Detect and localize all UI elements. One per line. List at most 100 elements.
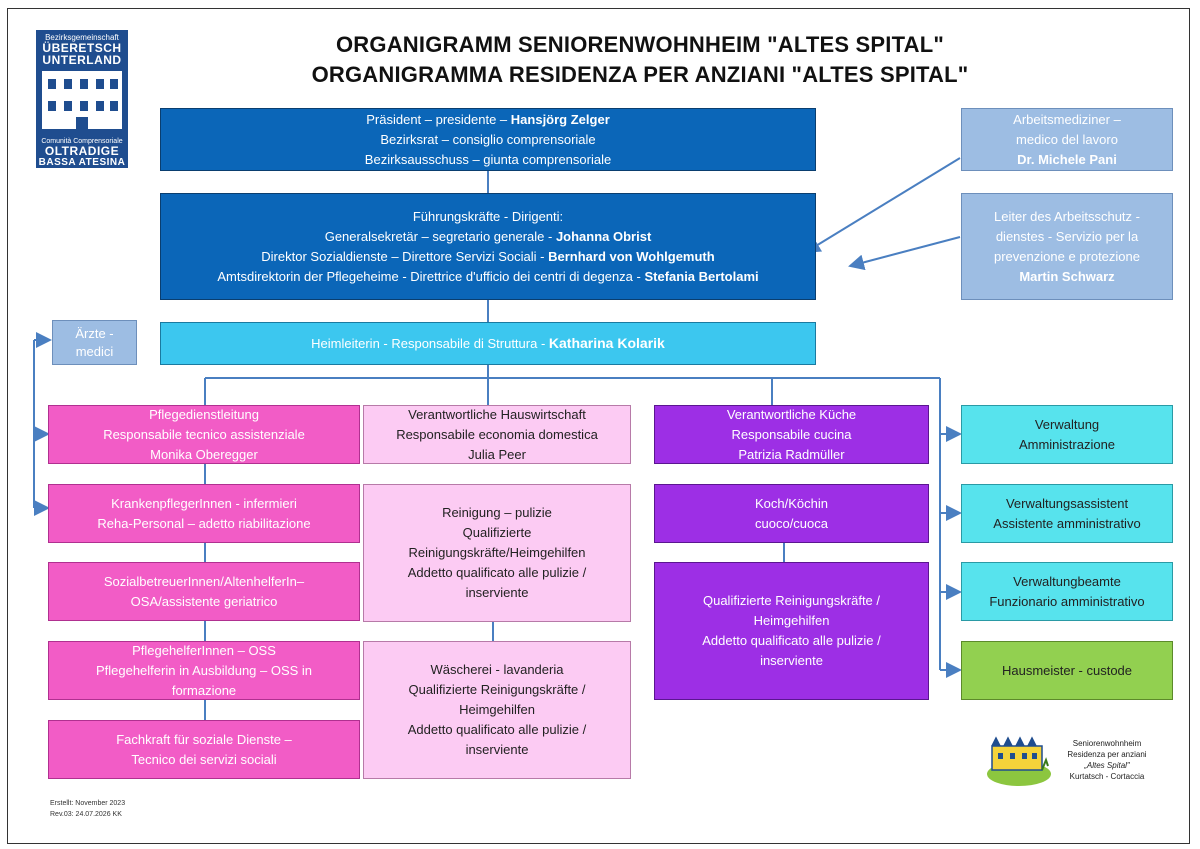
logo-top-line2: UNTERLAND [42, 53, 122, 67]
laundry-line1: Wäscherei - lavanderia [430, 662, 564, 677]
housekeeping-lead-name: Julia Peer [468, 446, 526, 462]
logo-bottom-small: Comunità Comprensoriale [41, 138, 123, 145]
altes-spital-logo-icon [987, 736, 1051, 786]
safety-head-line3: prevenzione e protezione [994, 248, 1140, 264]
cleaning-line1: Reinigung – pulizie [442, 505, 552, 520]
kitchen-cleaning-line3: Addetto qualificato alle pulizie / [702, 633, 881, 648]
president-name: Hansjörg Zelger [510, 111, 610, 127]
admin-officer-box: Verwaltungbeamte Funzionario amministrat… [961, 562, 1173, 621]
kitchen-lead-box: Verantwortliche Küche Responsabile cucin… [654, 405, 929, 464]
housekeeping-lead-box: Verantwortliche Hauswirtschaft Responsab… [363, 405, 631, 464]
occupational-doctor-line1: Arbeitsmediziner – [1013, 111, 1121, 127]
nursing-lead-line2: Responsabile tecnico assistenziale [103, 426, 305, 442]
care-director-role: Amtsdirektorin der Pflegeheime - Direttr… [217, 268, 645, 284]
housekeeping-lead-line1: Verantwortliche Hauswirtschaft [408, 406, 586, 422]
occupational-doctor-line2: medico del lavoro [1016, 131, 1118, 147]
brand-text: Seniorenwohnheim Residenza per anziani „… [1052, 738, 1162, 782]
caretaker-box: Hausmeister - custode [961, 641, 1173, 700]
kitchen-cleaning-line1: Qualifizierte Reinigungskräfte / [702, 593, 881, 608]
care-assistants-line2: Pflegehelferin in Ausbildung – OSS in [95, 662, 313, 678]
social-director-role: Direktor Sozialdienste – Direttore Servi… [261, 248, 549, 264]
social-services-line2: Tecnico dei servizi sociali [131, 751, 277, 767]
admin-assistant-line2: Assistente amministrativo [993, 515, 1141, 531]
district-committee: Bezirksausschuss – giunta comprensoriale [364, 151, 612, 167]
president-prefix: Präsident – presidente – [366, 111, 511, 127]
kitchen-lead-line1: Verantwortliche Küche [726, 406, 857, 422]
secretary-name: Johanna Obrist [555, 228, 652, 244]
title-italian: ORGANIGRAMMA RESIDENZA PER ANZIANI "ALTE… [311, 62, 969, 87]
laundry-box: Wäscherei - lavanderia Qualifizierte Rei… [363, 641, 631, 779]
administration-box: Verwaltung Amministrazione [961, 405, 1173, 464]
safety-head-box: Leiter des Arbeitsschutz - dienstes - Se… [961, 193, 1173, 300]
housekeeping-lead-line2: Responsabile economia domestica [396, 426, 598, 442]
cleaning-box: Reinigung – pulizie Qualifizierte Reinig… [363, 484, 631, 622]
footer-revision: Rev.03: 24.07.2026 KK [50, 811, 122, 818]
kitchen-cleaning-line4: inserviente [760, 653, 823, 668]
nursing-lead-box: Pflegedienstleitung Responsabile tecnico… [48, 405, 360, 464]
nurses-line1: KrankenpflegerInnen - infermieri [111, 495, 297, 511]
cleaning-line3: Reinigungskräfte/Heimgehilfen [408, 545, 586, 560]
district-council: Bezirksrat – consiglio comprensoriale [380, 131, 596, 147]
cleaning-line2: Qualifizierte [462, 525, 532, 540]
home-manager-box: Heimleiterin - Responsabile di Struttura… [160, 322, 816, 365]
nurses-box: KrankenpflegerInnen - infermieri Reha-Pe… [48, 484, 360, 543]
nursing-lead-name: Monika Oberegger [150, 446, 258, 462]
logo-bottom-line1: OLTRADIGE [44, 144, 120, 158]
admin-assistant-box: Verwaltungsassistent Assistente amminist… [961, 484, 1173, 543]
secretary-role: Generalsekretär – segretario generale - [324, 228, 556, 244]
nursing-lead-line1: Pflegedienstleitung [149, 406, 259, 422]
social-carers-line2: OSA/assistente geriatrico [130, 593, 278, 609]
safety-head-line2: dienstes - Servizio per la [995, 228, 1139, 244]
nurses-line2: Reha-Personal – adetto riabilitazione [97, 515, 311, 531]
care-director-name: Stefania Bertolami [644, 268, 759, 284]
home-manager-name: Katharina Kolarik [548, 335, 665, 351]
laundry-line4: Addetto qualificato alle pulizie / [407, 722, 587, 737]
social-director-name: Bernhard von Wohlgemuth [548, 248, 715, 264]
home-manager-role: Heimleiterin - Responsabile di Struttura… [311, 336, 549, 351]
brand-line4: Kurtatsch - Cortaccia [1069, 772, 1145, 781]
admin-assistant-line1: Verwaltungsassistent [1005, 495, 1129, 511]
brand-line3: „Altes Spital" [1084, 761, 1130, 770]
occupational-doctor-box: Arbeitsmediziner – medico del lavoro Dr.… [961, 108, 1173, 171]
doctors-line1: Ärzte - [75, 325, 114, 341]
cleaning-line4: Addetto qualificato alle pulizie / [407, 565, 587, 580]
laundry-line2: Qualifizierte Reinigungskräfte / [408, 682, 586, 697]
social-services-box: Fachkraft für soziale Dienste – Tecnico … [48, 720, 360, 779]
cook-box: Koch/Köchin cuoco/cuoca [654, 484, 929, 543]
administration-line2: Amministrazione [1018, 436, 1116, 452]
logo-top-small: Bezirksgemeinschaft [45, 33, 119, 42]
president-box: Präsident – presidente – Hansjörg Zelger… [160, 108, 816, 171]
admin-officer-line2: Funzionario amministrativo [989, 593, 1145, 609]
logo-building-icon [42, 71, 122, 129]
logo-bottom-line2: BASSA ATESINA [38, 157, 126, 168]
cleaning-line5: inserviente [465, 585, 529, 600]
laundry-line5: inserviente [465, 742, 529, 757]
care-assistants-line3: formazione [171, 682, 237, 698]
care-assistants-line1: PflegehelferInnen – OSS [132, 642, 276, 658]
laundry-line3: Heimgehilfen [459, 702, 535, 717]
footer-created: Erstellt: November 2023 [50, 800, 126, 807]
doctors-line2: medici [75, 343, 114, 359]
doctors-box: Ärzte - medici [52, 320, 137, 365]
logo-top-line1: ÜBERETSCH [42, 41, 122, 55]
brand-line2: Residenza per anziani [1067, 750, 1147, 759]
brand-line1: Seniorenwohnheim [1072, 739, 1142, 748]
administration-line1: Verwaltung [1034, 416, 1100, 432]
safety-head-name: Martin Schwarz [1019, 268, 1115, 284]
occupational-doctor-name: Dr. Michele Pani [1017, 151, 1117, 167]
executives-heading: Führungskräfte - Dirigenti: [412, 208, 564, 224]
admin-officer-line1: Verwaltungbeamte [1013, 573, 1121, 589]
cook-line2: cuoco/cuoca [755, 515, 828, 531]
title-german: ORGANIGRAMM SENIORENWOHNHEIM "ALTES SPIT… [336, 32, 944, 57]
social-carers-box: SozialbetreuerInnen/AltenhelferIn– OSA/a… [48, 562, 360, 621]
kitchen-lead-line2: Responsabile cucina [731, 426, 852, 442]
caretaker-line1: Hausmeister - custode [1001, 662, 1133, 678]
social-carers-line1: SozialbetreuerInnen/AltenhelferIn– [103, 573, 305, 589]
cook-line1: Koch/Köchin [755, 495, 828, 511]
executives-box: Führungskräfte - Dirigenti: Generalsekre… [160, 193, 816, 300]
social-services-line1: Fachkraft für soziale Dienste – [116, 731, 292, 747]
district-logo: Bezirksgemeinschaft ÜBERETSCH UNTERLAND … [36, 30, 128, 168]
safety-head-line1: Leiter des Arbeitsschutz - [994, 208, 1140, 224]
kitchen-cleaning-line2: Heimgehilfen [753, 613, 830, 628]
